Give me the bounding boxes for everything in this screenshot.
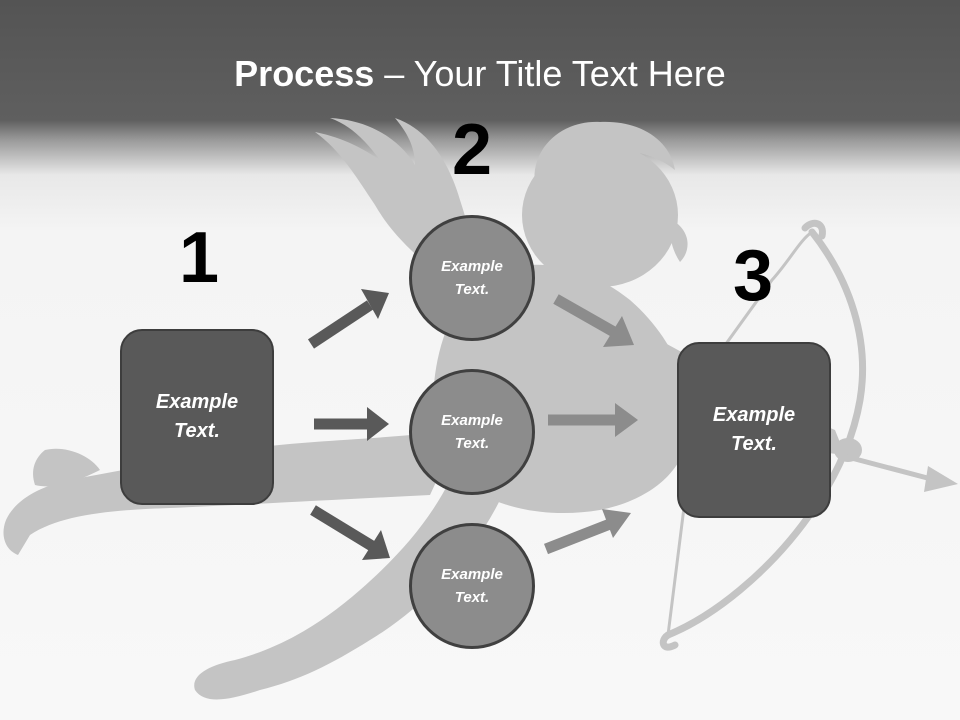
- slide-title: Process – Your Title Text Here: [0, 52, 960, 96]
- step-number-2: 2: [451, 110, 493, 190]
- step-1-text: Example Text.: [155, 391, 239, 442]
- arrow-box1-to-circle3: [310, 505, 390, 560]
- step-1-box: Example Text.: [120, 329, 274, 505]
- step-number-3: 3: [732, 236, 774, 316]
- step-3-box: Example Text.: [677, 342, 831, 518]
- circle-bottom-text: Example Text.: [441, 566, 503, 606]
- arrow-circle2-to-box3: [548, 403, 638, 437]
- step-3-text: Example Text.: [712, 404, 796, 455]
- title-bold: Process: [234, 53, 375, 94]
- step-2-circle-middle: Example Text.: [409, 369, 535, 495]
- circle-top-text: Example Text.: [441, 258, 503, 298]
- circle-middle-text: Example Text.: [441, 412, 503, 452]
- arrow-circle3-to-box3: [543, 509, 631, 555]
- arrow-box1-to-circle1: [307, 289, 389, 349]
- step-2-circle-bottom: Example Text.: [409, 523, 535, 649]
- step-number-1: 1: [178, 218, 220, 298]
- step-2-circle-top: Example Text.: [409, 215, 535, 341]
- title-rest: – Your Title Text Here: [374, 53, 726, 94]
- arrow-box1-to-circle2: [314, 407, 389, 441]
- arrow-circle1-to-box3: [553, 294, 634, 347]
